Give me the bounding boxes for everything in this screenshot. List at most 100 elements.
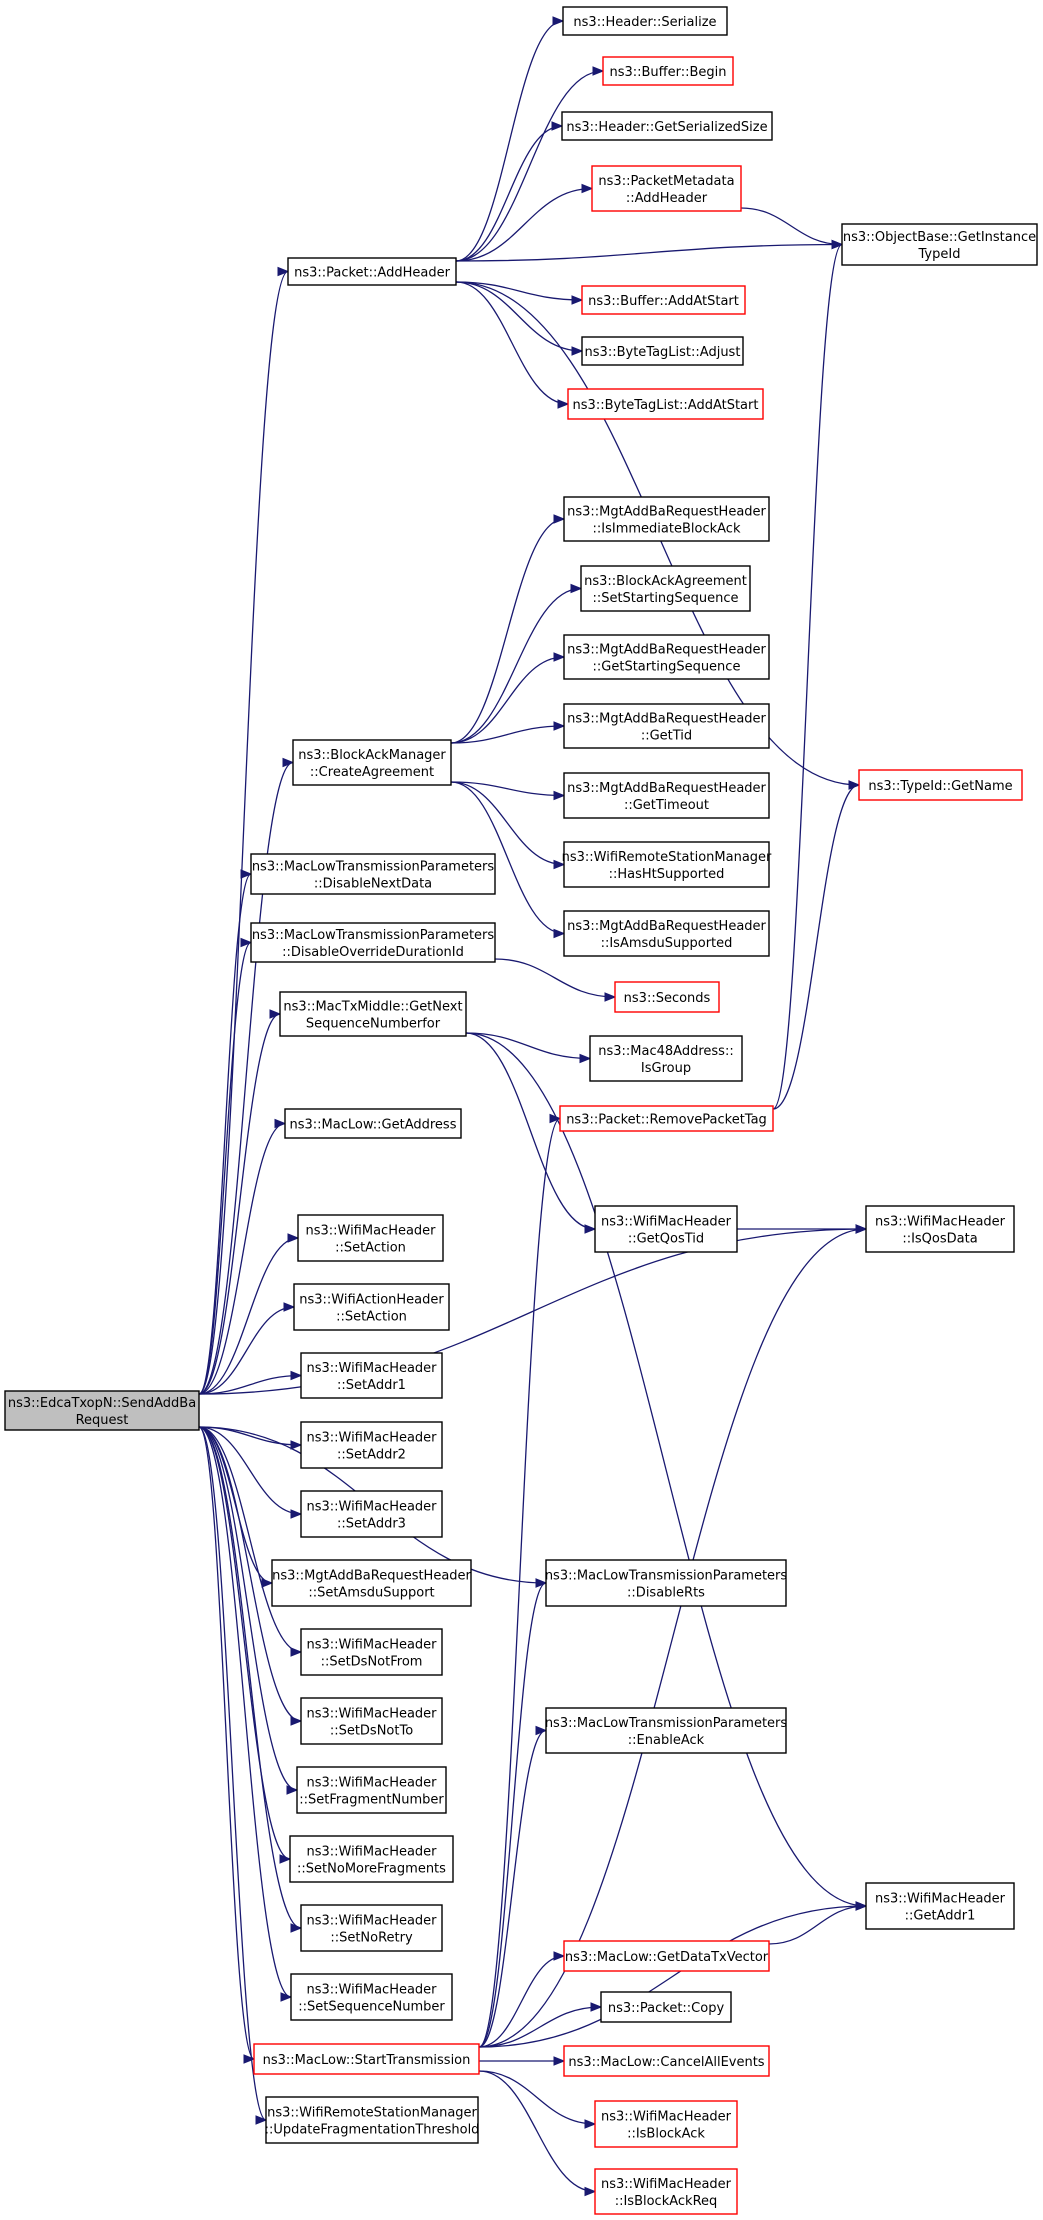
node-n-seconds[interactable]: ns3::Seconds <box>614 981 720 1013</box>
edge-line <box>450 587 582 744</box>
node-box <box>293 1283 450 1331</box>
node-n-setaddr3[interactable]: ns3::WifiMacHeader::SetAddr3 <box>300 1490 443 1538</box>
node-n-btl-adjust[interactable]: ns3::ByteTagList::Adjust <box>581 336 744 366</box>
node-n-wmh-getqostid[interactable]: ns3::WifiMacHeader::GetQosTid <box>594 1205 738 1253</box>
node-n-cancelall[interactable]: ns3::MacLow::CancelAllEvents <box>563 2045 770 2077</box>
node-n-bak-setstarting[interactable]: ns3::BlockAckAgreement::SetStartingSeque… <box>580 565 751 612</box>
edge-n-add-header-to-n-buf-begin <box>455 66 605 262</box>
node-n-setaddr1[interactable]: ns3::WifiMacHeader::SetAddr1 <box>300 1352 443 1399</box>
edge-n-getnextseq-to-n-wmh-getqostid <box>465 1032 597 1234</box>
node-n-gettid[interactable]: ns3::MgtAddBaRequestHeader::GetTid <box>563 703 770 749</box>
node-n-enableack[interactable]: ns3::MacLowTransmissionParameters::Enabl… <box>545 1707 788 1754</box>
edge-arrowhead <box>831 239 844 250</box>
edge-arrowhead <box>290 1647 303 1657</box>
node-label-line: ::GetQosTid <box>628 1232 704 1247</box>
edge-n-starttx-to-n-wmh-isqosdata <box>478 1224 868 2048</box>
node-n-isimmediate[interactable]: ns3::MgtAddBaRequestHeader::IsImmediateB… <box>563 496 770 542</box>
node-label-line: ns3::WifiMacHeader <box>601 2110 732 2125</box>
node-box <box>563 2045 770 2077</box>
node-label-line: ::SetSequenceNumber <box>298 2000 445 2015</box>
node-box <box>563 772 770 819</box>
edge-line <box>772 784 860 1110</box>
node-n-hdr-serialize[interactable]: ns3::Header::Serialize <box>562 6 728 36</box>
node-n-removepackettag[interactable]: ns3::Packet::RemovePacketTag <box>559 1105 774 1132</box>
node-n-setseqnum[interactable]: ns3::WifiMacHeader::SetSequenceNumber <box>290 1973 453 2021</box>
node-label-line: ns3::WifiMacHeader <box>306 1500 437 1515</box>
node-n-getstarting[interactable]: ns3::MgtAddBaRequestHeader::GetStartingS… <box>563 634 770 680</box>
node-box <box>580 565 751 612</box>
node-n-disable-nextdata[interactable]: ns3::MacLowTransmissionParameters::Disab… <box>250 853 496 895</box>
node-n-wmh-getaddr1[interactable]: ns3::WifiMacHeader::GetAddr1 <box>865 1882 1015 1930</box>
node-box <box>563 634 770 680</box>
node-label-line: ns3::MgtAddBaRequestHeader <box>567 712 766 727</box>
node-n-disable-override[interactable]: ns3::MacLowTransmissionParameters::Disab… <box>250 922 496 963</box>
edge-arrowhead <box>553 2056 566 2066</box>
node-n-wmh-setaction[interactable]: ns3::WifiMacHeader::SetAction <box>297 1214 444 1262</box>
edge-line <box>478 1905 867 2048</box>
edge-line <box>455 125 563 262</box>
node-n-add-header[interactable]: ns3::Packet::AddHeader <box>287 257 457 286</box>
node-n-create-agreement[interactable]: ns3::BlockAckManager::CreateAgreement <box>292 739 452 786</box>
node-label-line: ns3::MacLow::CancelAllEvents <box>568 2055 764 2070</box>
node-box <box>581 285 746 315</box>
edge-arrowhead <box>240 869 253 879</box>
node-n-starttx[interactable]: ns3::MacLow::StartTransmission <box>253 2043 480 2075</box>
node-n-pm-addheader[interactable]: ns3::PacketMetadata::AddHeader <box>591 165 742 212</box>
edge-arrowhead <box>274 1118 287 1129</box>
node-n-wmh-isqosdata[interactable]: ns3::WifiMacHeader::IsQosData <box>865 1205 1015 1253</box>
node-n-setaddr2[interactable]: ns3::WifiMacHeader::SetAddr2 <box>300 1421 443 1469</box>
edge-line <box>198 1426 292 1998</box>
edge-arrowhead <box>848 780 861 790</box>
node-n-hashtsupported[interactable]: ns3::WifiRemoteStationManager::HasHtSupp… <box>562 841 772 888</box>
edge-n-starttx-to-n-getdatatxvector <box>478 1951 566 2048</box>
node-box <box>567 388 764 420</box>
edge-arrowhead <box>579 1053 592 1064</box>
node-n-hdr-getsize[interactable]: ns3::Header::GetSerializedSize <box>561 111 773 141</box>
edge-arrowhead <box>240 937 253 948</box>
node-n-isblockack[interactable]: ns3::WifiMacHeader::IsBlockAck <box>594 2100 738 2148</box>
node-n-updatefrag[interactable]: ns3::WifiRemoteStationManager::UpdateFra… <box>265 2096 480 2144</box>
node-n-typeid-getname[interactable]: ns3::TypeId::GetName <box>858 769 1023 801</box>
node-n-wah-setaction[interactable]: ns3::WifiActionHeader::SetAction <box>293 1283 450 1331</box>
edge-n-add-header-to-n-hdr-serialize <box>455 16 565 262</box>
node-n-btl-addatstart[interactable]: ns3::ByteTagList::AddAtStart <box>567 388 764 420</box>
edge-n-create-agreement-to-n-getstarting <box>450 652 566 744</box>
node-n-buf-addatstart[interactable]: ns3::Buffer::AddAtStart <box>581 285 746 315</box>
edge-root-to-n-setaddr1 <box>198 1370 303 1395</box>
edge-line <box>198 873 252 1395</box>
edge-arrowhead <box>553 1951 566 1961</box>
node-box <box>589 1035 743 1082</box>
node-n-getnextseq[interactable]: ns3::MacTxMiddle::GetNextSequenceNumberf… <box>279 991 467 1037</box>
edge-n-add-header-to-n-hdr-getsize <box>455 121 564 262</box>
edge-n-add-header-to-n-pm-addheader <box>455 183 594 262</box>
node-n-buf-begin[interactable]: ns3::Buffer::Begin <box>602 56 734 86</box>
node-n-setnoretry[interactable]: ns3::WifiMacHeader::SetNoRetry <box>300 1904 443 1952</box>
node-n-maclow-getaddress[interactable]: ns3::MacLow::GetAddress <box>284 1108 462 1139</box>
node-n-setamsdu[interactable]: ns3::MgtAddBaRequestHeader::SetAmsduSupp… <box>271 1559 472 1607</box>
edge-line <box>450 725 565 744</box>
edge-line <box>455 281 583 352</box>
node-label-line: ns3::WifiMacHeader <box>306 1638 437 1653</box>
node-n-setdsnotfrom[interactable]: ns3::WifiMacHeader::SetDsNotFrom <box>300 1628 443 1676</box>
node-n-getdatatxvector[interactable]: ns3::MacLow::GetDataTxVector <box>563 1940 770 1972</box>
node-n-setnomorefrag[interactable]: ns3::WifiMacHeader::SetNoMoreFragments <box>289 1835 454 1883</box>
node-n-gettimeout[interactable]: ns3::MgtAddBaRequestHeader::GetTimeout <box>563 772 770 819</box>
edge-line <box>198 1426 298 1791</box>
edge-line <box>465 1032 867 1907</box>
nodes-layer: ns3::EdcaTxopN::SendAddBaRequestns3::Pac… <box>4 6 1038 2215</box>
node-label-line: ns3::Packet::Copy <box>608 2001 725 2016</box>
edge-n-removepackettag-to-n-typeid-getname <box>772 780 861 1110</box>
node-n-disablerts[interactable]: ns3::MacLowTransmissionParameters::Disab… <box>545 1559 788 1607</box>
node-n-isamsdu[interactable]: ns3::MgtAddBaRequestHeader::IsAmsduSuppo… <box>563 910 770 957</box>
node-n-setfragnum[interactable]: ns3::WifiMacHeader::SetFragmentNumber <box>296 1766 447 1814</box>
node-n-setdsnotto[interactable]: ns3::WifiMacHeader::SetDsNotTo <box>300 1697 443 1745</box>
node-box <box>563 1940 770 1972</box>
node-n-isblockackreq[interactable]: ns3::WifiMacHeader::IsBlockAckReq <box>594 2168 738 2215</box>
node-label-line: ns3::WifiMacHeader <box>601 1215 732 1230</box>
node-label-line: ::IsQosData <box>902 1232 977 1247</box>
node-n-mac48-isgroup[interactable]: ns3::Mac48Address::IsGroup <box>589 1035 743 1082</box>
node-n-packet-copy[interactable]: ns3::Packet::Copy <box>600 1991 732 2023</box>
